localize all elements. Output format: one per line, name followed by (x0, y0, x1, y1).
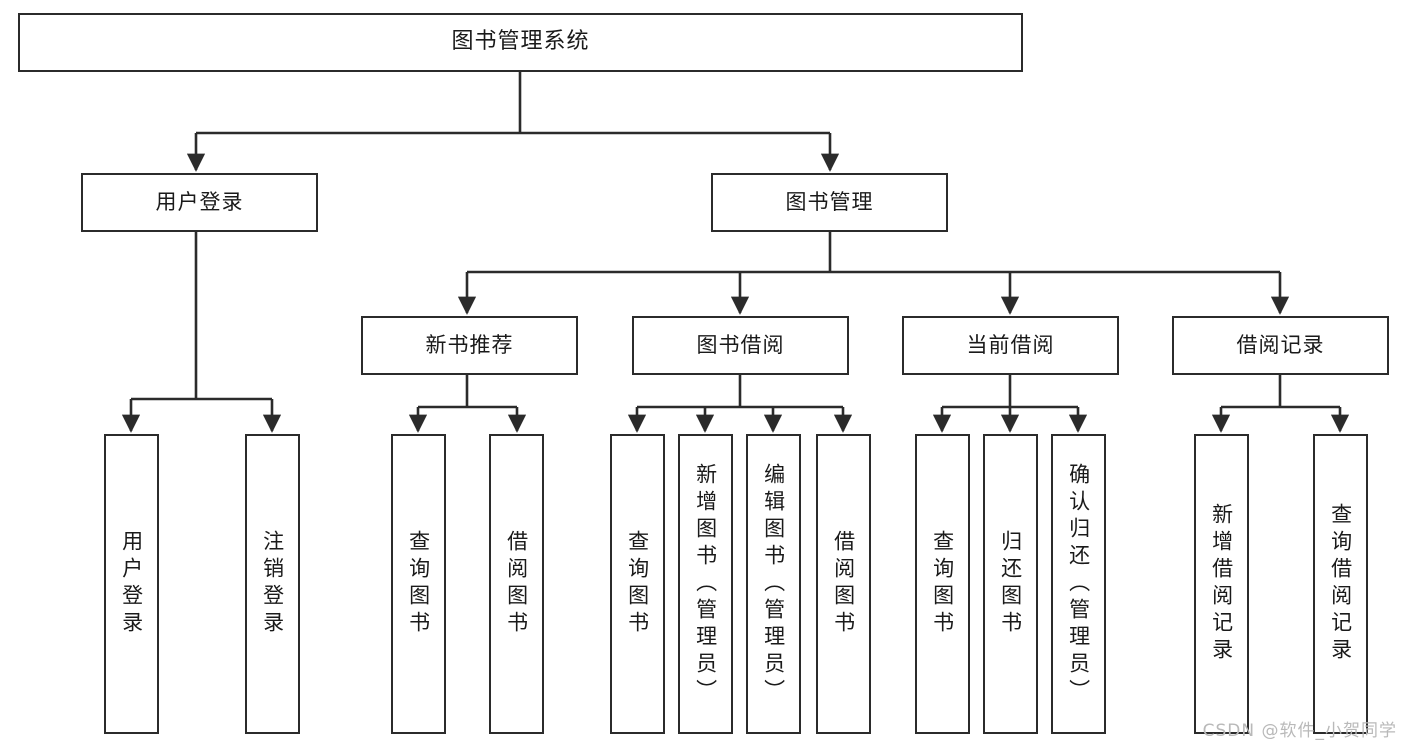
node-current-borrow[interactable]: 当前借阅 (902, 316, 1119, 375)
node-label: 当前借阅 (966, 332, 1055, 357)
node-leaf-query-book-recommend[interactable]: 查询图书 (391, 434, 446, 734)
node-leaf-query-borrow-record[interactable]: 查询借阅记录 (1313, 434, 1368, 734)
node-label: 借阅图书 (504, 530, 529, 638)
node-label: 查询图书 (625, 530, 650, 638)
node-leaf-return-book[interactable]: 归还图书 (983, 434, 1038, 734)
node-label: 查询借阅记录 (1328, 503, 1353, 665)
node-label: 借阅记录 (1236, 332, 1325, 357)
node-label: 编辑图书（管理员） (761, 462, 786, 706)
node-leaf-add-book-admin[interactable]: 新增图书（管理员） (678, 434, 733, 734)
node-leaf-add-borrow-record[interactable]: 新增借阅记录 (1194, 434, 1249, 734)
node-borrow-record[interactable]: 借阅记录 (1172, 316, 1389, 375)
node-book-borrow[interactable]: 图书借阅 (632, 316, 849, 375)
node-leaf-edit-book-admin[interactable]: 编辑图书（管理员） (746, 434, 801, 734)
node-label: 图书管理系统 (451, 29, 590, 55)
node-leaf-confirm-return-admin[interactable]: 确认归还（管理员） (1051, 434, 1106, 734)
node-label: 借阅图书 (831, 530, 856, 638)
node-label: 归还图书 (998, 530, 1023, 638)
node-leaf-query-book-current[interactable]: 查询图书 (915, 434, 970, 734)
watermark: CSDN @软件_小贺同学 (1202, 721, 1397, 741)
node-leaf-borrow-book[interactable]: 借阅图书 (816, 434, 871, 734)
node-label: 图书管理 (785, 189, 874, 214)
node-label: 注销登录 (260, 530, 285, 638)
node-root-book-management-system[interactable]: 图书管理系统 (18, 13, 1023, 72)
node-user-login[interactable]: 用户登录 (81, 173, 318, 232)
node-leaf-query-book-borrow[interactable]: 查询图书 (610, 434, 665, 734)
node-leaf-borrow-book-recommend[interactable]: 借阅图书 (489, 434, 544, 734)
node-leaf-logout-login[interactable]: 注销登录 (245, 434, 300, 734)
node-label: 新增图书（管理员） (693, 462, 718, 706)
node-new-book-recommend[interactable]: 新书推荐 (361, 316, 578, 375)
node-label: 查询图书 (930, 530, 955, 638)
node-leaf-user-login[interactable]: 用户登录 (104, 434, 159, 734)
node-book-management[interactable]: 图书管理 (711, 173, 948, 232)
node-label: 新增借阅记录 (1209, 503, 1234, 665)
node-label: 新书推荐 (425, 332, 514, 357)
node-label: 查询图书 (406, 530, 431, 638)
node-label: 确认归还（管理员） (1066, 462, 1091, 706)
node-label: 用户登录 (119, 530, 144, 638)
node-label: 图书借阅 (696, 332, 785, 357)
node-label: 用户登录 (155, 189, 244, 214)
